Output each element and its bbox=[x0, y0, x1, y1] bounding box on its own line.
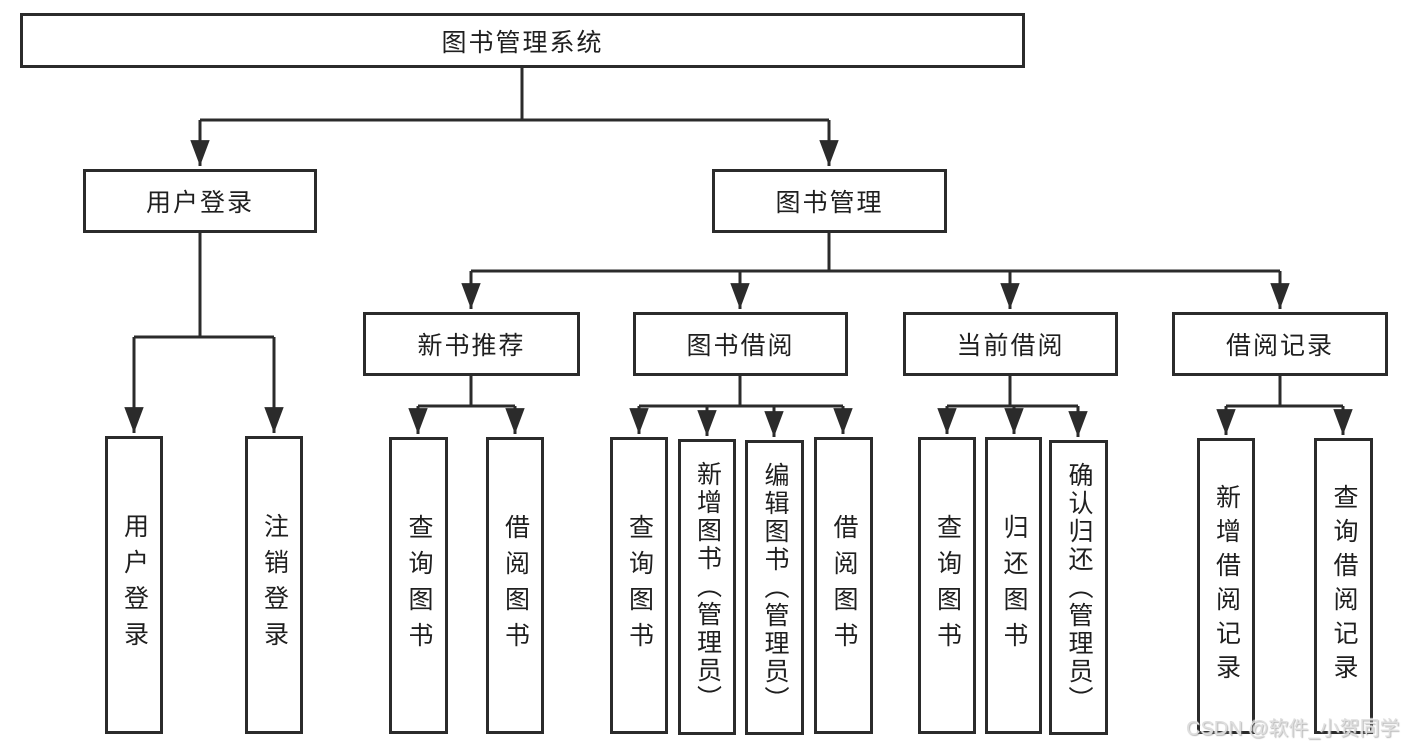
leaf-query-books-recommend: 查询图书 bbox=[389, 437, 448, 734]
node-current-borrowing: 当前借阅 bbox=[903, 312, 1118, 376]
node-user-login-label: 用户登录 bbox=[145, 189, 254, 217]
leaf-confirm-return-admin-label: 确认归还（管理员） bbox=[1065, 461, 1093, 714]
leaf-edit-books-admin-label: 编辑图书（管理员） bbox=[761, 461, 789, 714]
node-borrowing-records: 借阅记录 bbox=[1172, 312, 1388, 376]
leaf-user-login: 用户登录 bbox=[105, 436, 163, 734]
leaf-query-borrow-record-label: 查询借阅记录 bbox=[1330, 484, 1358, 688]
node-current-borrowing-label: 当前借阅 bbox=[956, 332, 1065, 360]
leaf-query-books-current: 查询图书 bbox=[918, 437, 976, 734]
leaf-query-books-borrowing: 查询图书 bbox=[610, 437, 668, 734]
node-book-borrowing-label: 图书借阅 bbox=[686, 332, 795, 360]
leaf-add-borrow-record: 新增借阅记录 bbox=[1197, 438, 1255, 734]
leaf-query-books-recommend-label: 查询图书 bbox=[405, 513, 433, 658]
leaf-query-borrow-record: 查询借阅记录 bbox=[1314, 438, 1373, 734]
leaf-borrow-books: 借阅图书 bbox=[814, 437, 873, 734]
leaf-add-books-admin: 新增图书（管理员） bbox=[678, 439, 736, 735]
csdn-watermark: CSDN @软件_小贺同学 bbox=[1186, 718, 1400, 740]
leaf-borrow-books-recommend: 借阅图书 bbox=[486, 437, 544, 734]
leaf-edit-books-admin: 编辑图书（管理员） bbox=[745, 440, 804, 735]
leaf-logout-label: 注销登录 bbox=[260, 513, 289, 657]
leaf-return-books-label: 归还图书 bbox=[1000, 513, 1028, 658]
leaf-confirm-return-admin: 确认归还（管理员） bbox=[1049, 440, 1108, 735]
node-new-book-recommendation: 新书推荐 bbox=[363, 312, 580, 376]
leaf-query-books-current-label: 查询图书 bbox=[933, 513, 962, 658]
node-root-label: 图书管理系统 bbox=[441, 28, 604, 57]
node-book-management: 图书管理 bbox=[712, 169, 947, 233]
node-book-borrowing: 图书借阅 bbox=[633, 312, 848, 376]
node-user-login: 用户登录 bbox=[83, 169, 317, 233]
leaf-return-books: 归还图书 bbox=[985, 437, 1042, 734]
leaf-borrow-books-label: 借阅图书 bbox=[830, 513, 858, 658]
leaf-borrow-books-recommend-label: 借阅图书 bbox=[501, 513, 530, 658]
leaf-user-login-label: 用户登录 bbox=[120, 513, 149, 657]
leaf-add-books-admin-label: 新增图书（管理员） bbox=[693, 461, 722, 713]
node-new-book-recommendation-label: 新书推荐 bbox=[417, 332, 526, 360]
node-borrowing-records-label: 借阅记录 bbox=[1225, 332, 1334, 360]
node-root-library-system: 图书管理系统 bbox=[20, 13, 1025, 68]
leaf-query-books-borrowing-label: 查询图书 bbox=[625, 513, 654, 658]
leaf-logout: 注销登录 bbox=[245, 436, 303, 734]
leaf-add-borrow-record-label: 新增借阅记录 bbox=[1212, 484, 1241, 688]
node-book-management-label: 图书管理 bbox=[775, 189, 884, 217]
